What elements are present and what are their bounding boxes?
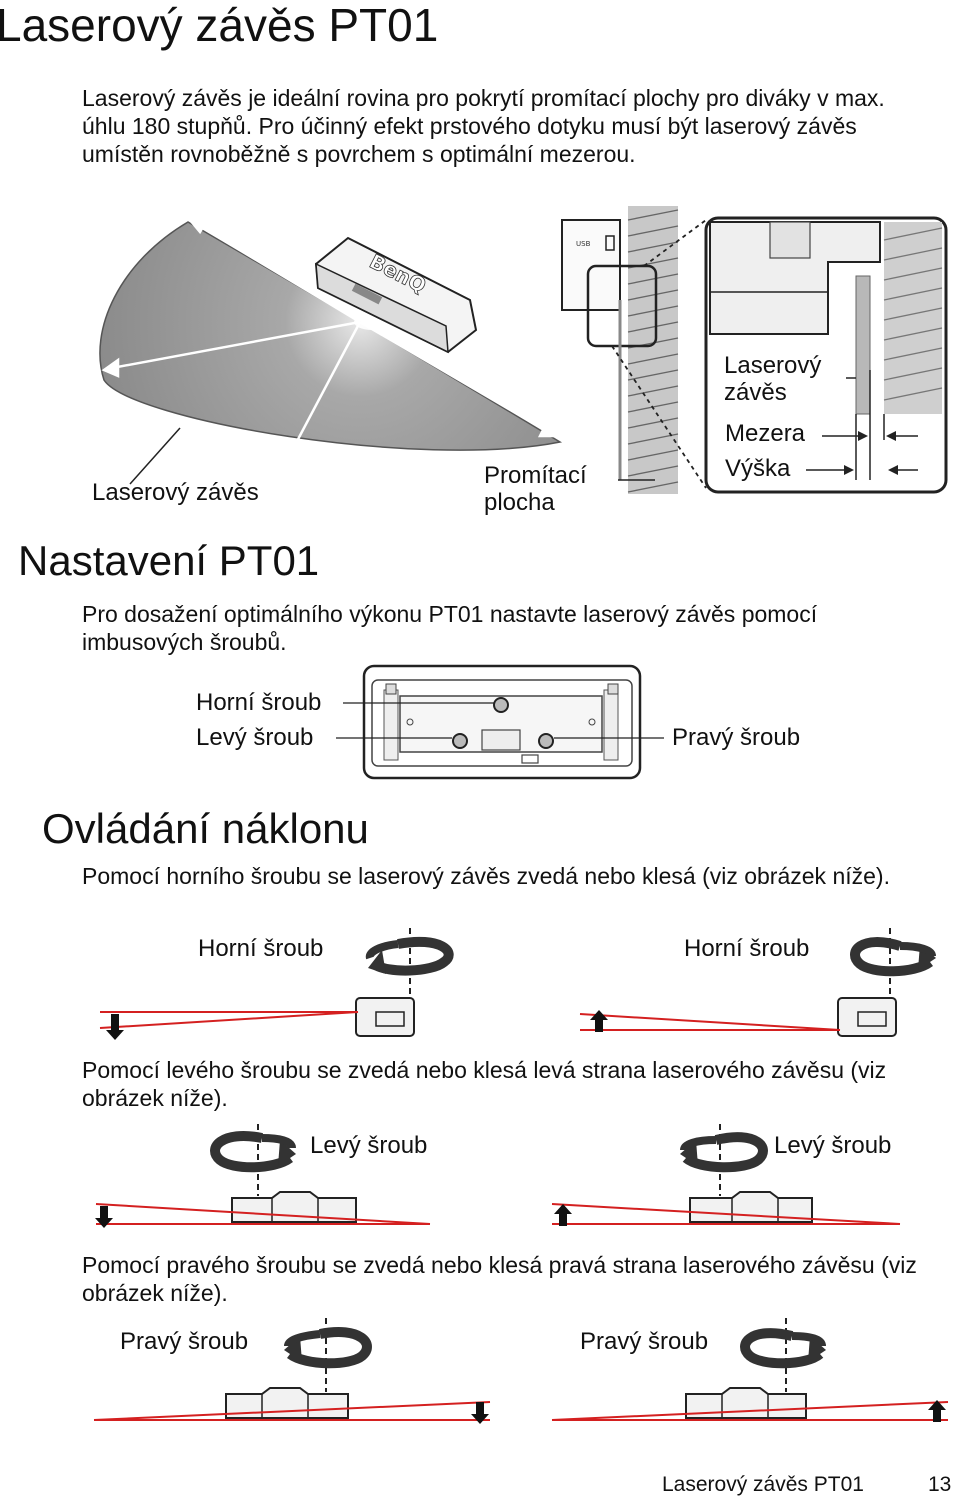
label-right-screw-a: Pravý šroub: [120, 1328, 249, 1355]
tilt-right-paragraph: Pomocí pravého šroubu se zvedá nebo kles…: [82, 1252, 917, 1306]
label-left-screw-a: Levý šroub: [310, 1132, 428, 1159]
laser-fan-figure: BenQ USB: [99, 206, 948, 494]
label-right-screw: Pravý šroub: [672, 724, 801, 751]
label-right-screw-b: Pravý šroub: [580, 1328, 709, 1355]
page-title: Laserový závěs PT01: [0, 0, 439, 51]
label-height: Výška: [725, 455, 791, 482]
footer-page-number: 13: [928, 1473, 952, 1496]
label-top-screw: Horní šroub: [196, 689, 322, 716]
top-screw-tilt-figure: [99, 928, 936, 1040]
heading-setup: Nastavení PT01: [18, 537, 320, 584]
label-gap: Mezera: [725, 420, 806, 447]
left-screw-tilt-figure: [95, 1124, 901, 1228]
setup-paragraph: Pro dosažení optimálního výkonu PT01 nas…: [82, 601, 818, 655]
label-laser-curtain: Laserový závěs: [92, 479, 259, 506]
heading-tilt: Ovládání náklonu: [42, 805, 369, 852]
label-left-screw-b: Levý šroub: [774, 1132, 892, 1159]
label-top-screw-b: Horní šroub: [684, 935, 810, 962]
label-top-screw-a: Horní šroub: [198, 935, 324, 962]
tilt-top-paragraph: Pomocí horního šroubu se laserový závěs …: [82, 863, 890, 889]
footer-section-title: Laserový závěs PT01: [662, 1473, 864, 1496]
label-detail-curtain: Laserový závěs: [724, 352, 822, 406]
right-screw-tilt-figure: [93, 1318, 949, 1424]
label-left-screw: Levý šroub: [196, 724, 314, 751]
screw-location-figure: [336, 664, 664, 780]
label-projection-surface: Promítací plocha: [484, 462, 587, 516]
tilt-left-paragraph: Pomocí levého šroubu se zvedá nebo klesá…: [82, 1057, 887, 1111]
svg-text:USB: USB: [576, 240, 591, 248]
intro-paragraph: Laserový závěs je ideální rovina pro pok…: [82, 85, 885, 167]
device-illustration: BenQ: [314, 236, 478, 354]
